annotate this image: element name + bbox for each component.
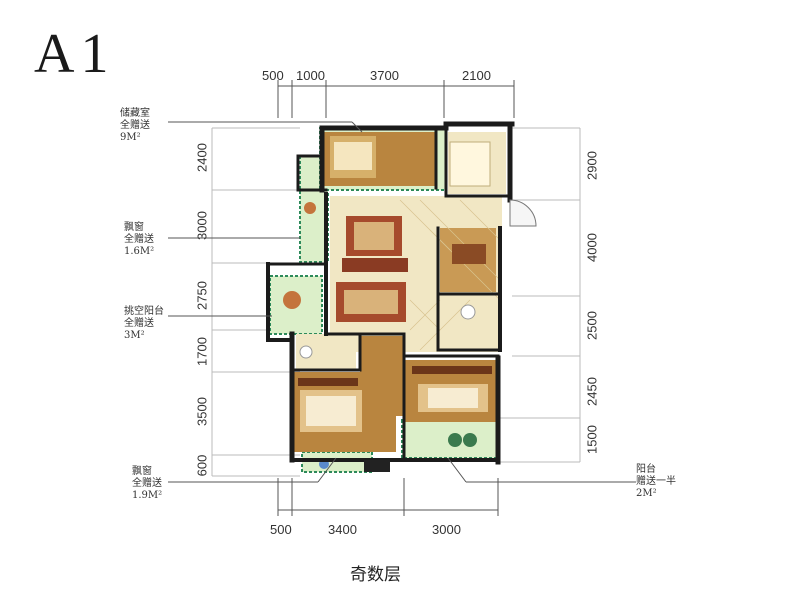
annotation-balcony-1: 挑空阳台 全赠送 3M²: [124, 306, 164, 342]
right-dim-3: 2500: [584, 311, 600, 340]
annotation-note: 全赠送: [124, 234, 154, 245]
right-dimension-lines: [500, 127, 581, 463]
annotation-area: 3M²: [124, 330, 145, 341]
left-dim-2: 3000: [194, 211, 210, 240]
window-frame: [364, 460, 390, 472]
right-dim-4: 2450: [584, 377, 600, 406]
annotation-bay-window-2: 飘窗 全赠送 1.9M²: [132, 466, 162, 502]
annotation-bay-window-1: 飘窗 全赠送 1.6M²: [124, 222, 154, 258]
annotation-note: 赠送一半: [636, 476, 676, 487]
plan-title: A1: [34, 23, 115, 85]
right-dim-5: 1500: [584, 425, 600, 454]
bottom-dimension-lines: [277, 478, 499, 516]
top-dimension-lines: [277, 80, 515, 118]
annotation-area: 9M²: [120, 132, 141, 143]
floor-caption: 奇数层: [350, 565, 401, 585]
leader-lines: [168, 121, 636, 483]
annotation-balcony-2: 阳台 赠送一半 2M²: [636, 464, 676, 500]
left-dimension-lines: [211, 127, 300, 477]
annotation-name: 飘窗: [132, 466, 152, 477]
entrance-door: [509, 199, 537, 227]
left-dim-6: 600: [194, 454, 210, 477]
bottom-dim-1: 500: [270, 522, 292, 537]
bottom-dim-2: 3400: [328, 522, 357, 537]
right-dim-1: 2900: [584, 151, 600, 180]
annotation-note: 全赠送: [124, 318, 154, 329]
annotation-name: 阳台: [636, 464, 656, 475]
annotation-area: 2M²: [636, 488, 657, 499]
left-dim-1: 2400: [194, 143, 210, 172]
annotation-area: 1.6M²: [124, 246, 155, 257]
annotation-storage: 储藏室 全赠送 9M²: [120, 108, 150, 144]
annotation-area: 1.9M²: [132, 490, 163, 501]
top-dim-4: 2100: [462, 68, 491, 83]
bottom-dim-3: 3000: [432, 522, 461, 537]
furniture: [283, 136, 492, 469]
annotation-name: 储藏室: [120, 108, 150, 119]
left-dim-5: 3500: [194, 397, 210, 426]
annotation-name: 挑空阳台: [124, 306, 164, 317]
annotation-name: 飘窗: [124, 222, 144, 233]
annotation-note: 全赠送: [120, 120, 150, 131]
right-dim-2: 4000: [584, 233, 600, 262]
left-dim-4: 1700: [194, 337, 210, 366]
walls: [266, 121, 515, 465]
left-dim-3: 2750: [194, 281, 210, 310]
annotation-note: 全赠送: [132, 478, 162, 489]
top-dim-1: 500: [262, 68, 284, 83]
top-dim-2: 1000: [296, 68, 325, 83]
tile-pattern: [399, 199, 501, 351]
top-dim-3: 3700: [370, 68, 399, 83]
